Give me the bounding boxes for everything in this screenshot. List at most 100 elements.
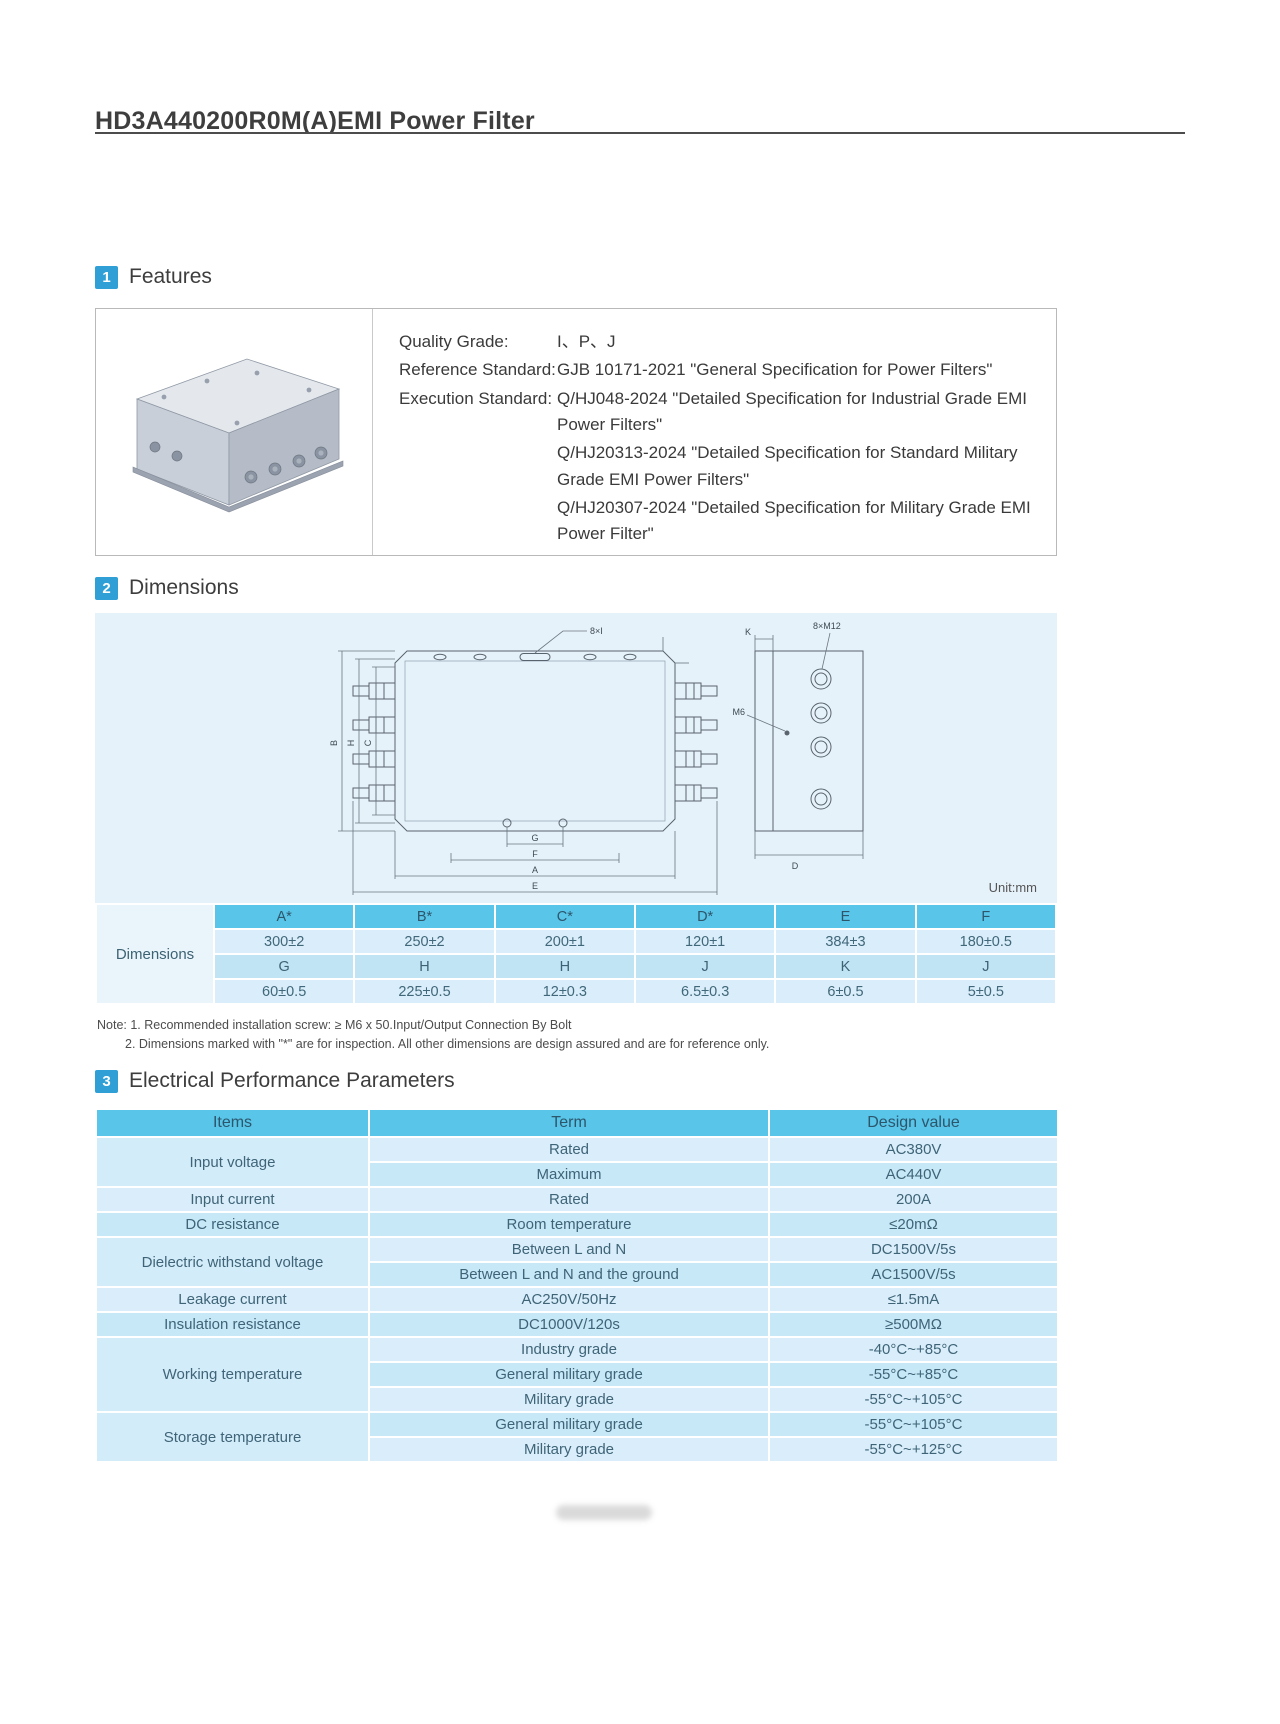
table-row: Working temperature Industry grade -40°C… bbox=[95, 1336, 1059, 1413]
term-cell: General military grade bbox=[368, 1411, 770, 1438]
col-header-items: Items bbox=[95, 1108, 370, 1138]
term-cell: Between L and N bbox=[368, 1236, 770, 1263]
page-title: HD3A440200R0M(A)EMI Power Filter bbox=[95, 106, 535, 135]
features-heading-label: Features bbox=[129, 265, 212, 288]
dim-header-cell: D* bbox=[633, 903, 777, 930]
dim-value-cell: 12±0.3 bbox=[493, 978, 636, 1005]
dim-header-row-2: G H H J K J bbox=[96, 953, 1058, 980]
value-cell: -55°C~+105°C bbox=[768, 1411, 1059, 1438]
value-cell: 200A bbox=[768, 1186, 1059, 1213]
dim-header-cell: J bbox=[914, 953, 1058, 980]
bolt-label: 8×M12 bbox=[813, 621, 841, 631]
table-row: Leakage current AC250V/50Hz ≤1.5mA bbox=[95, 1286, 1059, 1313]
side-bottom-dim-label: D bbox=[792, 861, 799, 871]
table-row: Between L and N and the ground AC1500V/5… bbox=[96, 1261, 1059, 1288]
dim-label-e: E bbox=[532, 881, 538, 891]
dim-header-cell: B* bbox=[353, 903, 496, 930]
electrical-number-badge: 3 bbox=[95, 1069, 118, 1093]
table-row: Maximum AC440V bbox=[96, 1161, 1059, 1188]
dim-value-cell: 384±3 bbox=[774, 928, 917, 955]
dim-header-cell: K bbox=[774, 953, 917, 980]
value-cell: -55°C~+105°C bbox=[768, 1386, 1059, 1413]
dimensions-heading-label: Dimensions bbox=[129, 576, 239, 599]
dim-label-f: F bbox=[532, 849, 538, 859]
value-cell: DC1500V/5s bbox=[768, 1236, 1059, 1263]
side-top-dim-label: K bbox=[745, 627, 751, 637]
dim-header-cell: F bbox=[914, 903, 1058, 930]
term-cell: Between L and N and the ground bbox=[368, 1261, 770, 1288]
term-cell: Room temperature bbox=[368, 1211, 770, 1238]
dimensions-section-heading: 2 Dimensions bbox=[95, 576, 239, 600]
value-cell: -55°C~+125°C bbox=[768, 1436, 1059, 1463]
value-cell: ≤1.5mA bbox=[768, 1286, 1059, 1313]
dim-header-cell: C* bbox=[493, 903, 636, 930]
dim-value-cell: 120±1 bbox=[633, 928, 777, 955]
term-cell: AC250V/50Hz bbox=[368, 1286, 770, 1313]
features-number-badge: 1 bbox=[95, 265, 118, 289]
electrical-section-heading: 3 Electrical Performance Parameters bbox=[95, 1069, 455, 1093]
features-section-heading: 1 Features bbox=[95, 265, 212, 289]
execution-standard-value-1: Q/HJ048-2024 "Detailed Specification for… bbox=[557, 388, 1027, 435]
top-callout-label: 8×I bbox=[590, 626, 603, 636]
table-row: Dielectric withstand voltage Between L a… bbox=[95, 1236, 1059, 1288]
table-row: Storage temperature General military gra… bbox=[95, 1411, 1059, 1463]
execution-standard-value-2: Q/HJ20313-2024 "Detailed Specification f… bbox=[557, 443, 1018, 489]
table-row: Military grade -55°C~+105°C bbox=[96, 1386, 1059, 1413]
value-cell: AC440V bbox=[768, 1161, 1059, 1188]
term-cell: Military grade bbox=[368, 1436, 770, 1463]
watermark-smudge bbox=[556, 1505, 652, 1520]
dim-label-c: C bbox=[363, 739, 373, 746]
term-cell: Rated bbox=[368, 1136, 770, 1163]
product-image bbox=[96, 309, 373, 555]
dim-header-cell: H bbox=[353, 953, 496, 980]
value-cell: -40°C~+85°C bbox=[768, 1336, 1059, 1363]
dimensions-table: Dimensions A* B* C* D* E F 300±2 250±2 2… bbox=[95, 903, 1058, 1005]
dimensions-drawing: B H C G F A E 8×I bbox=[95, 613, 1057, 903]
term-cell: Maximum bbox=[368, 1161, 770, 1188]
dim-label-b: B bbox=[329, 740, 339, 746]
term-cell: General military grade bbox=[368, 1361, 770, 1388]
product-3d-illustration bbox=[132, 358, 344, 512]
dim-header-cell: G bbox=[212, 953, 356, 980]
value-cell: AC380V bbox=[768, 1136, 1059, 1163]
dim-value-cell: 300±2 bbox=[212, 928, 356, 955]
dim-label-g: G bbox=[531, 833, 538, 843]
term-cell: Rated bbox=[368, 1186, 770, 1213]
term-cell: DC1000V/120s bbox=[368, 1311, 770, 1338]
spacer-label bbox=[399, 440, 553, 493]
execution-standard-label: Execution Standard: bbox=[399, 388, 553, 408]
col-header-design-value: Design value bbox=[768, 1108, 1059, 1138]
dim-header-cell: J bbox=[633, 953, 777, 980]
dimension-notes: Note: 1. Recommended installation screw:… bbox=[97, 1016, 769, 1054]
dim-header-cell: A* bbox=[212, 903, 356, 930]
unit-label: Unit:mm bbox=[988, 880, 1037, 895]
note-line-2: 2. Dimensions marked with "*" are for in… bbox=[125, 1036, 770, 1051]
item-cell: Storage temperature bbox=[95, 1411, 370, 1463]
dimensions-row-label: Dimensions bbox=[95, 903, 215, 1005]
dim-value-cell: 6±0.5 bbox=[774, 978, 917, 1005]
reference-standard-value: GJB 10171-2021 "General Specification fo… bbox=[557, 360, 993, 380]
dim-value-cell: 6.5±0.3 bbox=[633, 978, 777, 1005]
dim-value-cell: 250±2 bbox=[353, 928, 496, 955]
features-text-block: Quality Grade: I、P、J Reference Standard:… bbox=[373, 309, 1056, 555]
title-divider bbox=[95, 132, 1185, 134]
execution-standard-value-3: Q/HJ20307-2024 "Detailed Specification f… bbox=[557, 498, 1031, 544]
screw-label: M6 bbox=[732, 707, 745, 717]
features-panel: Quality Grade: I、P、J Reference Standard:… bbox=[95, 308, 1057, 556]
item-cell: Insulation resistance bbox=[95, 1311, 370, 1338]
note-line-1: Note: 1. Recommended installation screw:… bbox=[97, 1018, 572, 1032]
dim-value-cell: 60±0.5 bbox=[212, 978, 356, 1005]
technical-drawing: B H C G F A E 8×I bbox=[329, 621, 864, 895]
dim-value-cell: 5±0.5 bbox=[914, 978, 1058, 1005]
spacer-label bbox=[399, 495, 553, 548]
table-row: Input current Rated 200A bbox=[95, 1186, 1059, 1213]
item-cell: Input voltage bbox=[95, 1136, 370, 1188]
value-cell: AC1500V/5s bbox=[768, 1261, 1059, 1288]
electrical-heading-label: Electrical Performance Parameters bbox=[129, 1069, 455, 1092]
item-cell: Working temperature bbox=[95, 1336, 370, 1413]
dim-value-cell: 225±0.5 bbox=[353, 978, 496, 1005]
item-cell: Dielectric withstand voltage bbox=[95, 1236, 370, 1288]
value-cell: -55°C~+85°C bbox=[768, 1361, 1059, 1388]
reference-standard-label: Reference Standard: bbox=[399, 360, 556, 380]
